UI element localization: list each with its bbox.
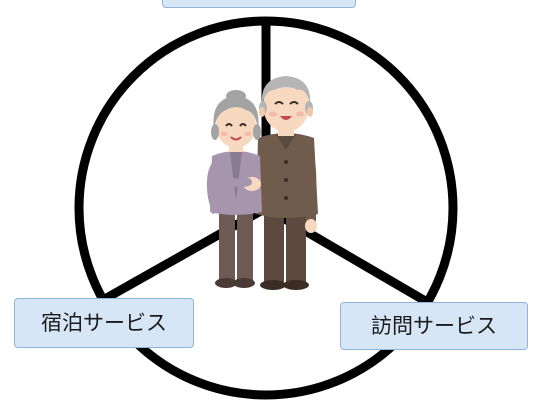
label-top-box [162,0,356,8]
label-stay-service-text: 宿泊サービス [41,310,167,335]
grandma-figure [206,90,262,288]
grandpa-figure [256,76,318,290]
label-visit-service-text: 訪問サービス [371,313,497,338]
label-visit-service: 訪問サービス [340,302,528,350]
elderly-couple-illustration [206,76,318,290]
label-stay-service: 宿泊サービス [14,298,194,348]
